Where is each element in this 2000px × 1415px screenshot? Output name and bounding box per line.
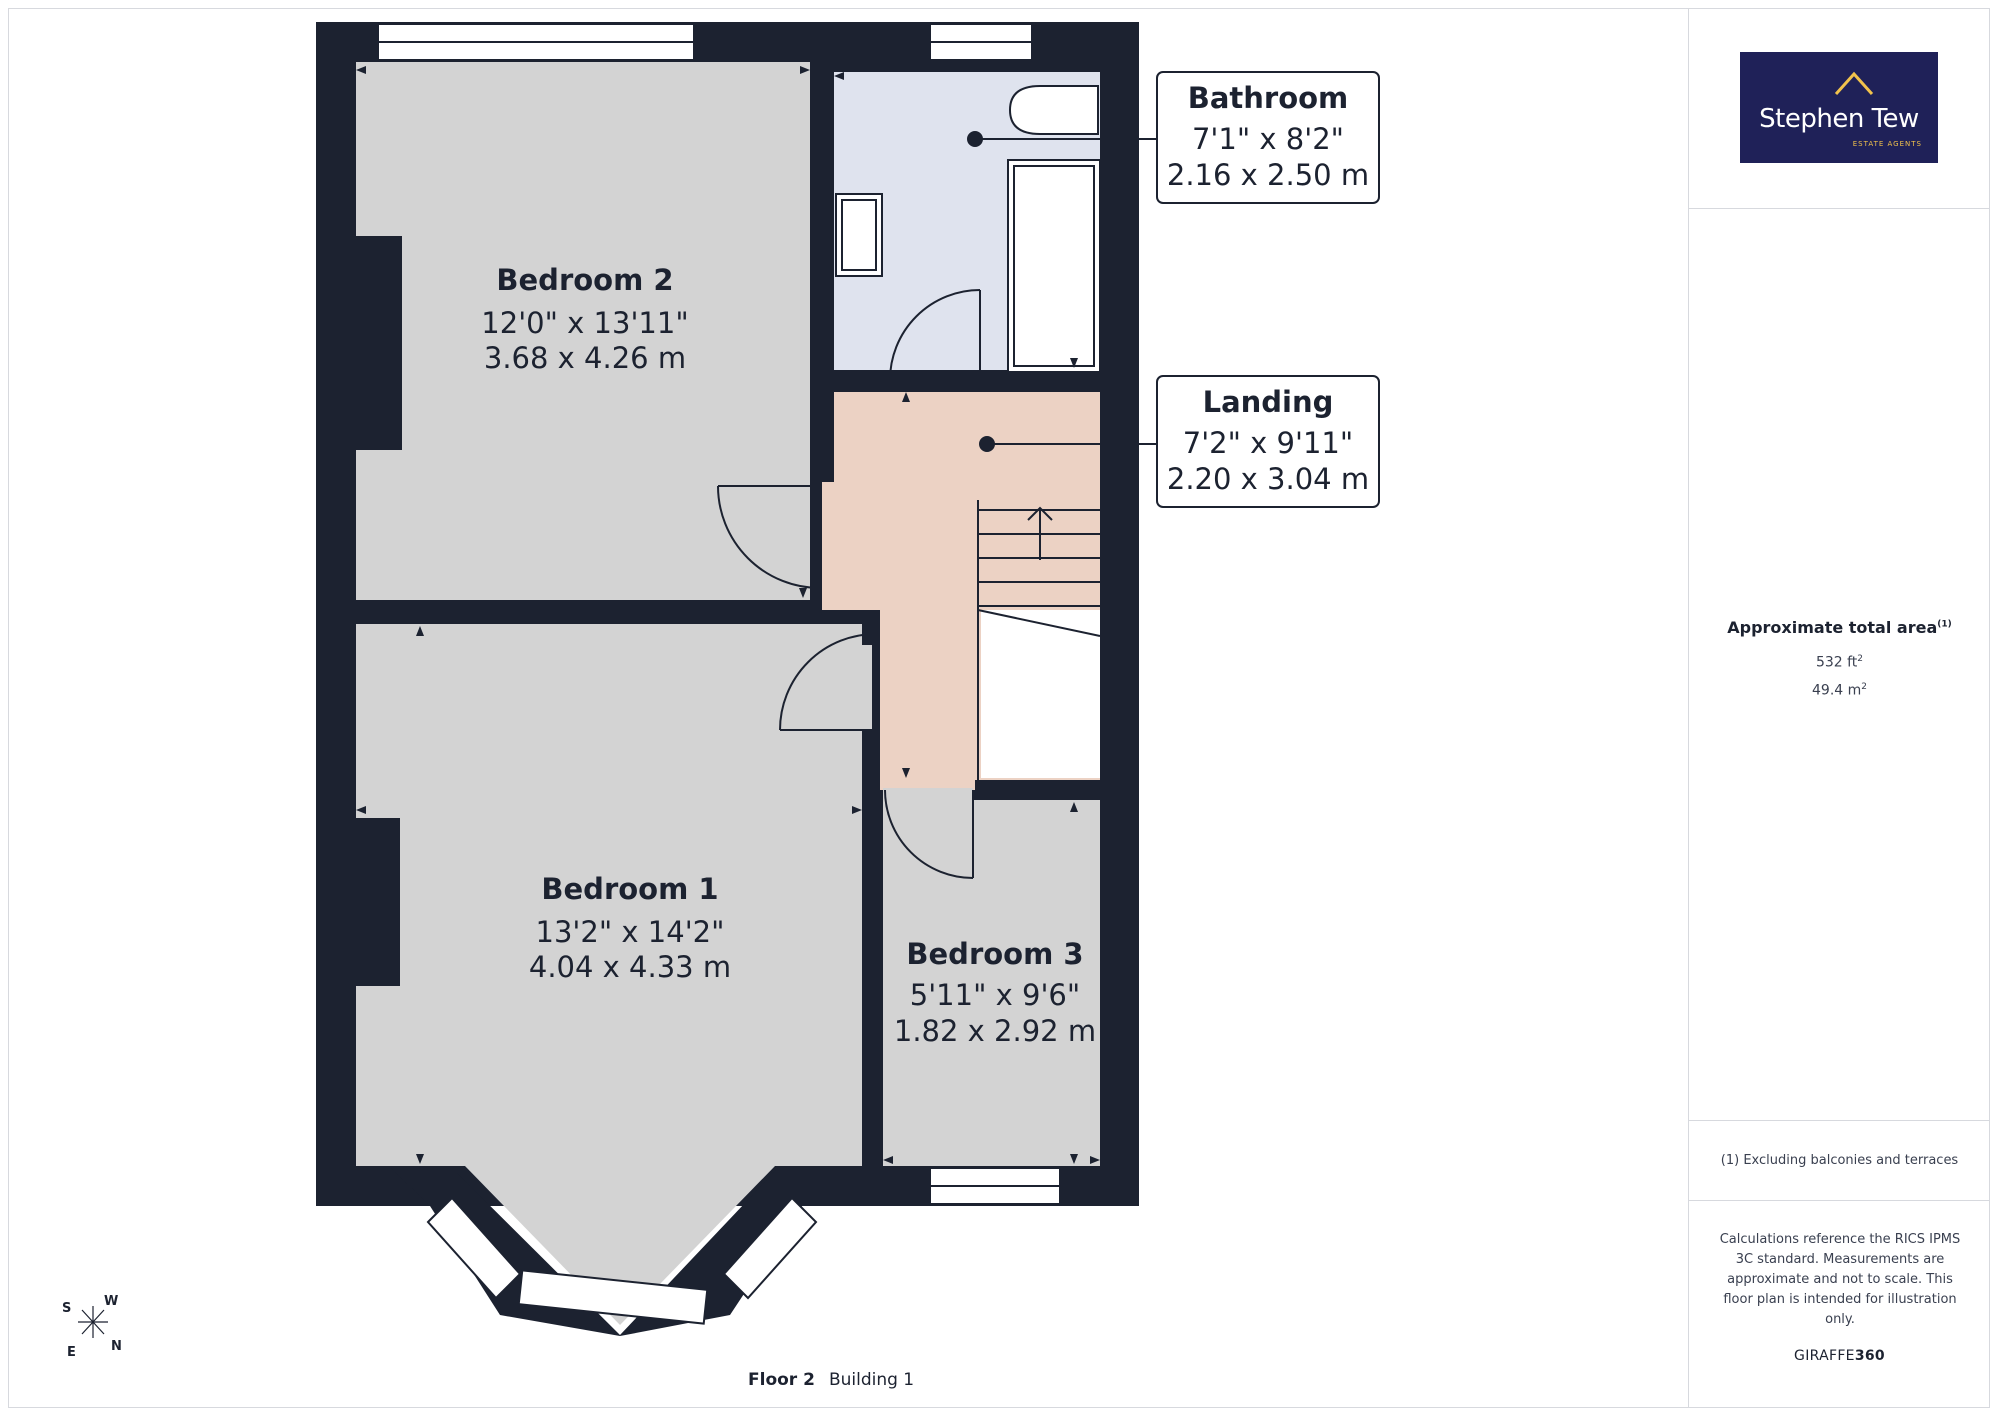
area-sqft-text: 532 ft bbox=[1815, 654, 1858, 671]
bedroom-2-floor bbox=[356, 62, 810, 600]
bedroom-2-metric: 3.68 x 4.26 m bbox=[484, 341, 686, 375]
brand-prefix: GIRAFFE bbox=[1794, 1348, 1855, 1364]
area-footnote: (1) Excluding balconies and terraces bbox=[1720, 1153, 1959, 1168]
bedroom-2-chimney bbox=[356, 236, 402, 450]
compass-w: W bbox=[104, 1294, 118, 1309]
landing-name: Landing bbox=[1203, 385, 1334, 419]
bedroom-3-imperial: 5'11" x 9'6" bbox=[910, 978, 1080, 1012]
bedroom-3-metric: 1.82 x 2.92 m bbox=[894, 1014, 1096, 1048]
divider bbox=[1689, 1200, 1990, 1201]
logo-name: Stephen Tew bbox=[1759, 104, 1919, 134]
floor-plan: Bedroom 2 12'0" x 13'11" 3.68 x 4.26 m B… bbox=[62, 22, 1380, 1360]
bathroom-callout bbox=[1156, 71, 1380, 204]
bedroom-2-imperial: 12'0" x 13'11" bbox=[481, 306, 688, 340]
windows bbox=[377, 23, 1061, 1325]
landing-imperial: 7'2" x 9'11" bbox=[1183, 426, 1353, 460]
compass-n: N bbox=[111, 1339, 122, 1354]
area-sqft: 532 ft2 bbox=[1689, 654, 1990, 671]
compass-e: E bbox=[67, 1345, 76, 1360]
divider bbox=[1689, 1120, 1990, 1121]
bedroom-1-name: Bedroom 1 bbox=[541, 872, 718, 906]
landing-metric: 2.20 x 3.04 m bbox=[1167, 462, 1369, 496]
dimension-arrows bbox=[356, 66, 1100, 1164]
landing-callout bbox=[1156, 375, 1380, 508]
floor-number: Floor 2 bbox=[748, 1370, 815, 1390]
area-footnote-marker: (1) bbox=[1937, 619, 1952, 630]
logo-tagline: ESTATE AGENTS bbox=[1852, 140, 1922, 148]
company-logo: Stephen Tew ESTATE AGENTS bbox=[1740, 52, 1938, 163]
bathroom-name: Bathroom bbox=[1188, 81, 1349, 115]
divider bbox=[1689, 208, 1990, 209]
bedroom-1-chimney bbox=[356, 818, 400, 986]
bedroom-1-metric: 4.04 x 4.33 m bbox=[529, 950, 731, 984]
bathroom-metric: 2.16 x 2.50 m bbox=[1167, 158, 1369, 192]
bathroom-imperial: 7'1" x 8'2" bbox=[1192, 122, 1344, 156]
bedroom-2-name: Bedroom 2 bbox=[496, 263, 673, 297]
brand-mark: GIRAFFE360 bbox=[1689, 1348, 1990, 1364]
brand-suffix: 360 bbox=[1854, 1348, 1885, 1364]
bedroom-1-imperial: 13'2" x 14'2" bbox=[536, 915, 725, 949]
callout-leaders bbox=[967, 131, 1156, 452]
house-roof-icon bbox=[1834, 71, 1874, 96]
bedroom-3-door-gap bbox=[883, 788, 973, 878]
area-title-text: Approximate total area bbox=[1727, 618, 1938, 637]
stairwell-void bbox=[981, 610, 1100, 778]
bathroom-fixtures bbox=[835, 85, 1101, 373]
bedroom-3-name: Bedroom 3 bbox=[906, 937, 1083, 971]
bedroom-1-floor bbox=[356, 624, 862, 1325]
staircase bbox=[977, 500, 1101, 780]
bedroom-1-door-gap bbox=[780, 645, 872, 731]
disclaimer: Calculations reference the RICS IPMS 3C … bbox=[1719, 1232, 1961, 1327]
building-name: Building 1 bbox=[828, 1370, 915, 1390]
area-sqm: 49.4 m2 bbox=[1689, 682, 1990, 699]
compass-icon: S W E N bbox=[62, 1294, 122, 1360]
page-frame bbox=[8, 8, 1990, 1408]
doors bbox=[717, 289, 981, 879]
floor-label: Floor 2 Building 1 bbox=[748, 1370, 914, 1390]
sqft-superscript: 2 bbox=[1857, 654, 1864, 664]
info-sidebar: Stephen Tew ESTATE AGENTS Approximate to… bbox=[1688, 8, 1990, 1408]
area-title: Approximate total area(1) bbox=[1689, 618, 1990, 637]
compass-s: S bbox=[62, 1301, 71, 1316]
sqm-superscript: 2 bbox=[1861, 682, 1867, 692]
area-sqm-text: 49.4 m bbox=[1812, 682, 1862, 699]
